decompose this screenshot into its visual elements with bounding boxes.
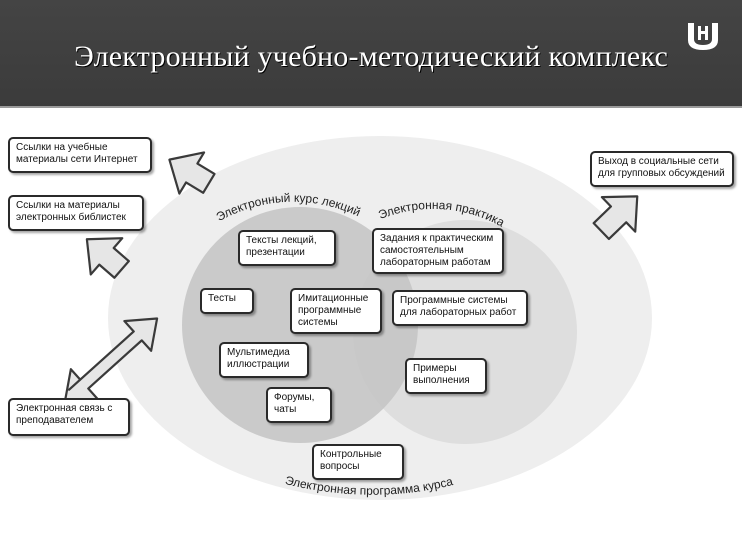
university-logo-icon: [688, 23, 718, 50]
simulation-systems-box: Имитационные программные системы: [290, 288, 382, 334]
practical-tasks-box: Задания к практическим самостоятельным л…: [372, 228, 504, 274]
arrow-internet: [168, 151, 216, 195]
library-links-box: Ссылки на материалы электронных библисте…: [8, 195, 144, 231]
social-networks-box: Выход в социальные сети для групповых об…: [590, 151, 734, 187]
header-divider: [0, 106, 742, 108]
lecture-texts-box: Тексты лекций, презентации: [238, 230, 336, 266]
forums-box: Форумы, чаты: [266, 387, 332, 423]
page-title: Электронный учебно-методический комплекс: [74, 40, 668, 73]
lab-software-box: Программные системы для лабораторных раб…: [392, 290, 528, 326]
arrow-libraries: [85, 237, 130, 279]
tests-box: Тесты: [200, 288, 254, 314]
teacher-contact-box: Электронная связь с преподавателем: [8, 398, 130, 436]
header-banner: [0, 0, 742, 108]
multimedia-box: Мультимедиа иллюстрации: [219, 342, 309, 378]
arrow-teacher: [63, 317, 159, 403]
arrow-social: [592, 195, 639, 241]
control-questions-box: Контрольные вопросы: [312, 444, 404, 480]
internet-links-box: Ссылки на учебные материалы сети Интерне…: [8, 137, 152, 173]
examples-box: Примеры выполнения: [405, 358, 487, 394]
